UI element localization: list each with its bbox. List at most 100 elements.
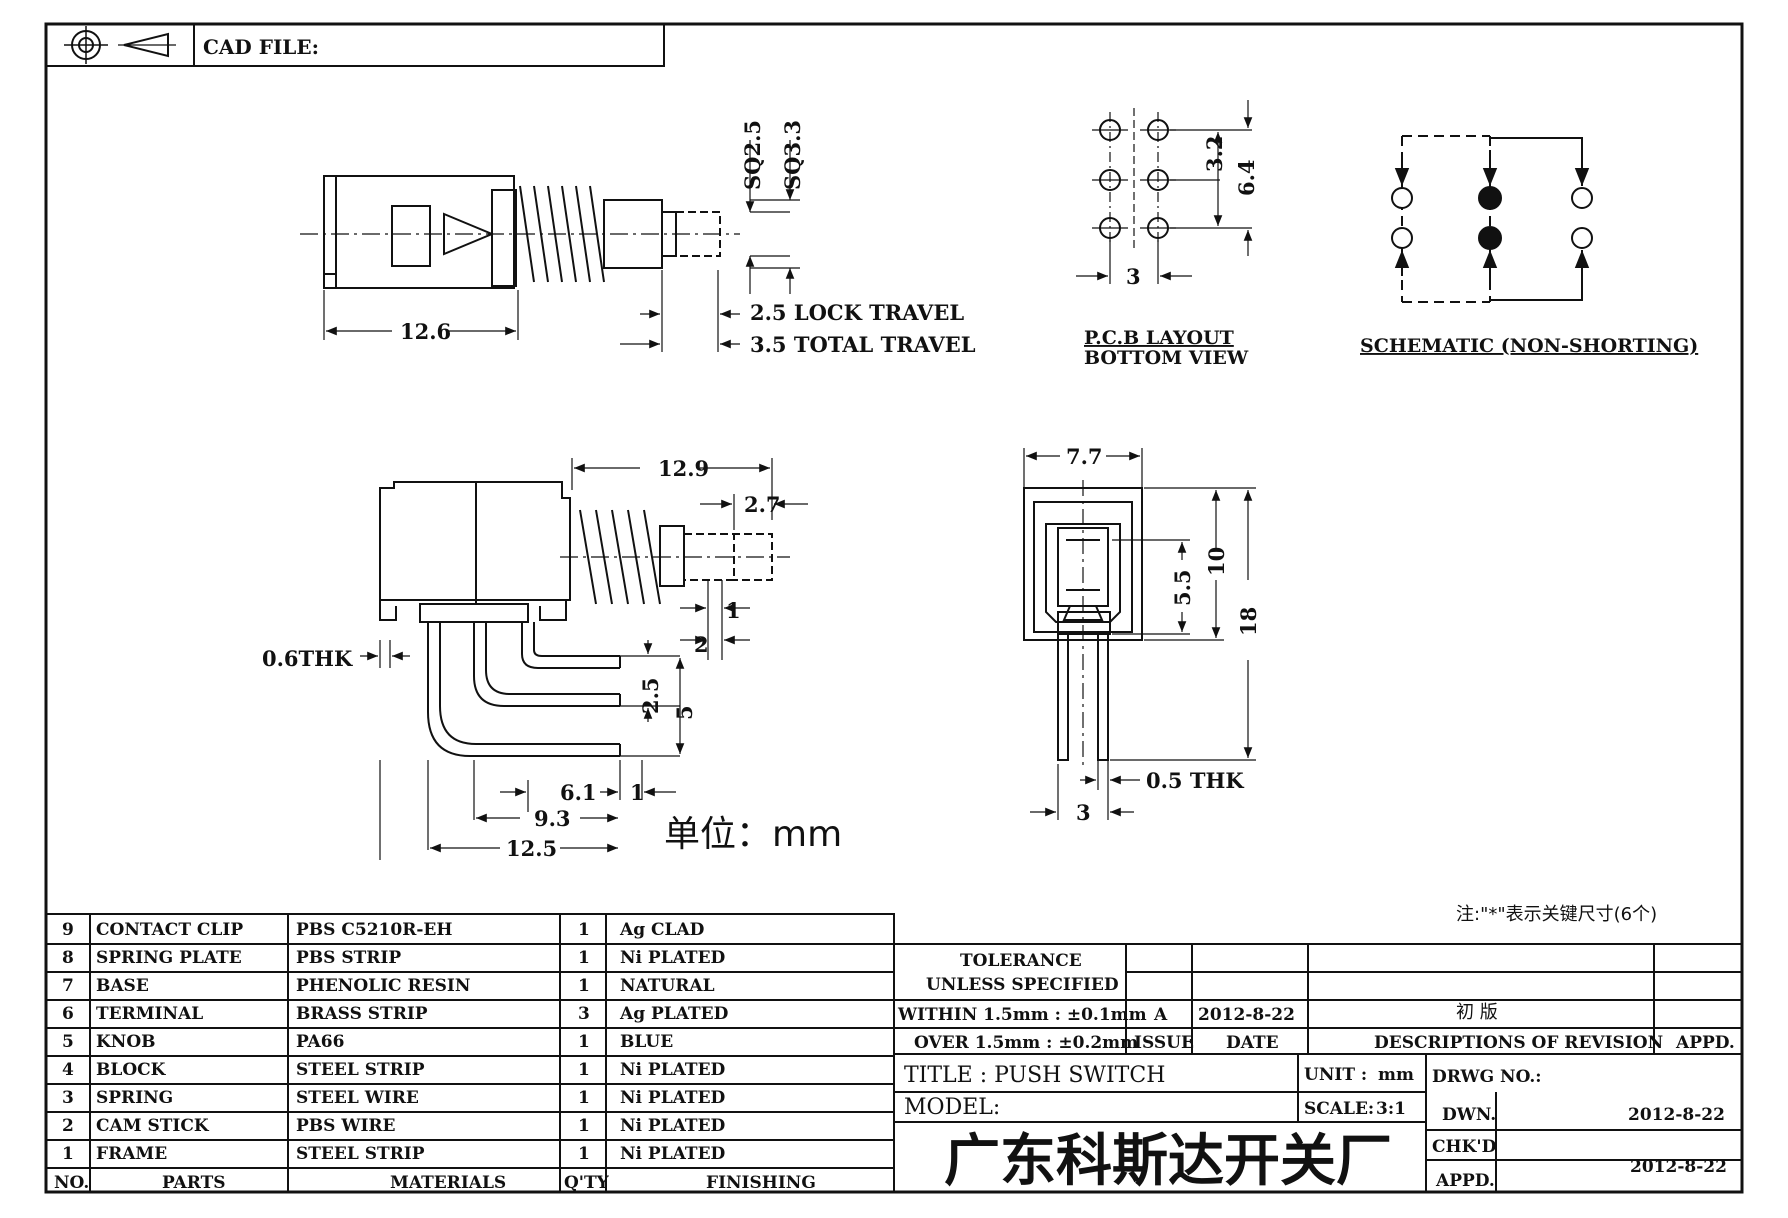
table-cell: 8 (62, 948, 74, 968)
dim-total-travel: 3.5 TOTAL TRAVEL (750, 332, 976, 357)
unit-note: 单位：mm (664, 814, 842, 855)
table-cell: 1 (578, 976, 590, 996)
pcb-layout (1076, 100, 1253, 284)
table-cell: STEEL STRIP (296, 1060, 425, 1080)
unit-label: UNIT : (1304, 1065, 1367, 1085)
table-cell: 7 (62, 976, 74, 996)
projection-symbol-icon (64, 26, 176, 64)
table-cell: PHENOLIC RESIN (296, 976, 470, 996)
table-cell: Ni PLATED (620, 1144, 726, 1164)
dim-2-7: 2.7 (744, 492, 781, 517)
table-cell: BLOCK (96, 1060, 167, 1080)
schematic-title: SCHEMATIC (NON-SHORTING) (1360, 335, 1698, 357)
table-cell: 5 (62, 1032, 74, 1052)
dim-end-3: 3 (1076, 800, 1091, 825)
table-row: 6 TERMINAL BRASS STRIP 3 Ag PLATED (62, 1004, 729, 1024)
dim-2-5: 2.5 (638, 677, 663, 714)
table-cell: 1 (578, 1144, 590, 1164)
table-cell: PBS WIRE (296, 1116, 396, 1136)
dim-thk-06: 0.6THK (262, 646, 353, 671)
dim-sq-outer: SQ3.3 (780, 120, 805, 190)
dim-pcb-pitch-y: 3.2 (1202, 135, 1227, 172)
dim-5: 5 (672, 705, 697, 720)
table-cell: 3 (578, 1004, 590, 1024)
table-cell: PA66 (296, 1032, 344, 1052)
table-cell: STEEL STRIP (296, 1144, 425, 1164)
table-cell: Ni PLATED (620, 1060, 726, 1080)
table-cell: 9 (62, 920, 74, 940)
col-no: NO. (54, 1173, 89, 1193)
front-view-dimensions (360, 458, 808, 860)
dim-6-1: 6.1 (560, 780, 597, 805)
dim-lock-travel: 2.5 LOCK TRAVEL (750, 300, 964, 325)
revision-date: 2012-8-22 (1198, 1005, 1295, 1025)
side-view (300, 175, 740, 289)
table-cell: 4 (62, 1060, 74, 1080)
table-row: 4 BLOCK STEEL STRIP 1 Ni PLATED (62, 1060, 726, 1080)
table-cell: 1 (578, 1032, 590, 1052)
dim-2: 2 (694, 632, 709, 657)
header-description: DESCRIPTIONS OF REVISION (1374, 1033, 1663, 1053)
dim-pcb-pitch-x: 3 (1126, 264, 1141, 289)
pcb-layout-subtitle: BOTTOM VIEW (1084, 347, 1249, 369)
end-view-dimensions (1023, 448, 1256, 820)
model-label: MODEL: (904, 1095, 1000, 1120)
scale-value: 3:1 (1376, 1099, 1406, 1119)
col-qty: Q'TY (564, 1173, 610, 1193)
cad-header: CAD FILE: (45, 23, 665, 67)
table-cell: 1 (578, 1060, 590, 1080)
company-name: 广东科斯达开关厂 (944, 1129, 1392, 1194)
table-cell: 6 (62, 1004, 74, 1024)
drawing-number-label: DRWG NO.: (1432, 1067, 1542, 1087)
dim-5-5: 5.5 (1170, 569, 1195, 606)
revision-issue: A (1153, 1005, 1168, 1025)
dim-pcb-span-y: 6.4 (1234, 159, 1259, 196)
approved-label: APPD. (1435, 1171, 1495, 1191)
table-cell: 1 (578, 1116, 590, 1136)
schematic (1391, 135, 1593, 303)
table-cell: 2 (62, 1116, 74, 1136)
table-cell: BRASS STRIP (296, 1004, 428, 1024)
dim-sq-inner: SQ2.5 (740, 120, 765, 190)
drawn-date: 2012-8-22 (1628, 1105, 1725, 1125)
table-cell: Ni PLATED (620, 1116, 726, 1136)
table-cell: BASE (96, 976, 149, 996)
table-cell: 3 (62, 1088, 74, 1108)
drawn-label: DWN. (1442, 1105, 1496, 1125)
table-cell: Ni PLATED (620, 1088, 726, 1108)
table-cell: 1 (578, 1088, 590, 1108)
revision-description: 初 版 (1456, 1002, 1498, 1023)
table-cell: CONTACT CLIP (96, 920, 243, 940)
table-cell: KNOB (96, 1032, 156, 1052)
checked-approved-date: 2012-8-22 (1630, 1157, 1727, 1177)
table-cell: FRAME (96, 1144, 167, 1164)
col-parts: PARTS (162, 1173, 226, 1193)
table-cell: 1 (578, 948, 590, 968)
cad-file-label: CAD FILE: (203, 35, 319, 59)
dim-1b: 1 (630, 780, 645, 805)
table-cell: BLUE (620, 1032, 673, 1052)
key-dimension-note: 注:"*"表示关键尺寸(6个) (1456, 904, 1657, 925)
dim-9-3: 9.3 (534, 806, 571, 831)
header-date: DATE (1226, 1033, 1279, 1053)
dim-thk-05: 0.5 THK (1146, 768, 1244, 793)
dim-body-length: 12.6 (400, 319, 451, 344)
parts-table-header: NO. PARTS MATERIALS Q'TY FINISHING (54, 1173, 816, 1193)
header-issue: ISSUE (1134, 1033, 1194, 1053)
col-materials: MATERIALS (390, 1173, 506, 1193)
front-view (379, 481, 790, 757)
title-block (894, 943, 1742, 1192)
table-cell: NATURAL (620, 976, 715, 996)
table-cell: TERMINAL (96, 1004, 203, 1024)
tolerance-label: TOLERANCE (960, 951, 1082, 971)
dim-7-7: 7.7 (1066, 444, 1103, 469)
table-cell: Ag PLATED (619, 1004, 729, 1024)
col-finishing: FINISHING (706, 1173, 816, 1193)
table-cell: SPRING PLATE (96, 948, 242, 968)
dim-12-5: 12.5 (506, 836, 557, 861)
